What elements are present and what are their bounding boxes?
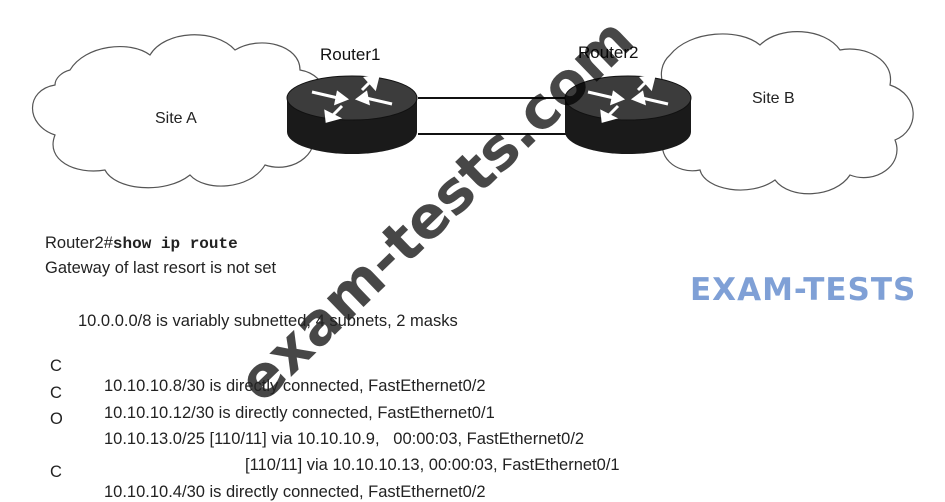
route-row: C 10.10.10.12/30 is directly connected, … [0, 363, 945, 422]
router1-icon: Router1 [286, 45, 418, 154]
route-text: 10.10.13.0/25 [110/11] via 10.10.10.9, 0… [104, 430, 585, 448]
route-row: O 10.10.13.0/25 [110/11] via 10.10.10.9,… [0, 389, 945, 448]
router2-label: Router2 [578, 43, 638, 62]
route-row: [110/11] via 10.10.10.13, 00:00:03, Fast… [0, 415, 945, 474]
cli-gateway-line: Gateway of last resort is not set [45, 259, 277, 277]
exam-tests-logo: EXAM-TESTS [690, 272, 916, 308]
logo-tests-text: TESTS [803, 272, 917, 308]
route-code: O [50, 410, 63, 428]
route-code: C [50, 384, 62, 402]
route-code: C [50, 463, 62, 481]
router2-icon: Router2 [564, 43, 692, 154]
logo-separator: - [793, 272, 804, 308]
route-text: 10.10.10.4/30 is directly connected, Fas… [104, 483, 486, 501]
route-code: C [50, 357, 62, 375]
route-row: C 10.10.10.8/30 is directly connected, F… [0, 336, 945, 395]
site-b-label: Site B [752, 90, 795, 107]
cli-command: show ip route [112, 235, 238, 253]
route-text: 10.10.10.8/30 is directly connected, Fas… [104, 377, 486, 395]
cli-summary-line: 10.0.0.0/8 is variably subnetted, 4 subn… [78, 312, 458, 330]
router1-label: Router1 [320, 45, 380, 64]
cli-command-line: Router2#show ip route [45, 233, 238, 254]
route-text: 10.10.10.12/30 is directly connected, Fa… [104, 404, 495, 422]
cli-prompt: Router2# [45, 234, 113, 252]
route-text: [110/11] via 10.10.10.13, 00:00:03, Fast… [245, 456, 620, 474]
route-row: C 10.10.10.4/30 is directly connected, F… [0, 442, 945, 501]
logo-exam-text: EXAM [690, 272, 794, 308]
cloud-site-b: Site B [645, 31, 914, 195]
router-links [418, 97, 568, 135]
network-diagram: Site A Site B Router1 Router2 [31, 4, 914, 415]
site-a-label: Site A [155, 110, 197, 127]
cloud-site-a: Site A [31, 34, 327, 189]
